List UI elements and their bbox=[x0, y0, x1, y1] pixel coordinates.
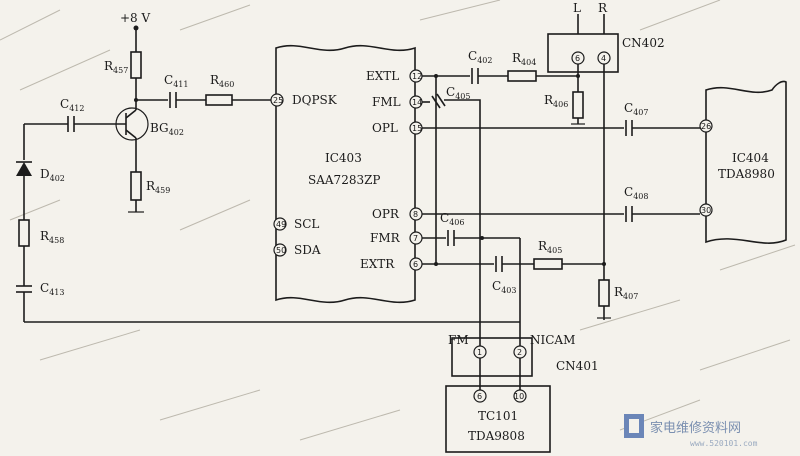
capacitor-c403: C403 bbox=[492, 256, 516, 295]
ic404-chip: IC404 TDA8980 26 30 bbox=[699, 80, 787, 244]
ic403-name: IC403 bbox=[325, 151, 362, 165]
resistor-r404: R404 bbox=[507, 51, 537, 82]
pin-number: 15 bbox=[412, 124, 422, 133]
resistor-r460: R460 bbox=[205, 73, 234, 106]
cn402-pin-right: 4 bbox=[601, 54, 606, 63]
svg-text:R457: R457 bbox=[104, 59, 128, 75]
cn401-connector: 1 2 FM NICAM CN401 bbox=[448, 333, 599, 377]
ic403-pin-dqpsk: 25 DQPSK bbox=[270, 93, 338, 107]
cn401-pin-left: 1 bbox=[477, 348, 482, 357]
ic404-part: TDA8980 bbox=[718, 167, 775, 181]
pin-label: EXTR bbox=[360, 257, 395, 271]
ic404-pin-top: 26 bbox=[701, 122, 711, 131]
tc101-pin-left: 6 bbox=[477, 392, 482, 401]
ic404-name: IC404 bbox=[732, 151, 769, 165]
supply-label: +8 V bbox=[120, 11, 151, 25]
tc101-part: TDA9808 bbox=[468, 429, 525, 443]
svg-text:+8 V: +8 V bbox=[120, 11, 151, 25]
ic403-pin-opr: OPR 8 bbox=[372, 207, 423, 221]
pin-label: SCL bbox=[294, 217, 319, 231]
capacitor-c412: C412 bbox=[60, 97, 84, 132]
pin-label: OPL bbox=[372, 121, 398, 135]
svg-text:R459: R459 bbox=[146, 179, 170, 195]
cn401-label-nicam: NICAM bbox=[530, 333, 575, 347]
watermark-text: 家电维修资料网 bbox=[650, 420, 741, 436]
capacitor-c405: C405 bbox=[431, 85, 470, 109]
transistor-bg402: BG402 bbox=[115, 107, 184, 141]
svg-text:C411: C411 bbox=[164, 73, 188, 89]
pin-number: 8 bbox=[413, 210, 418, 219]
svg-text:R405: R405 bbox=[538, 239, 562, 255]
resistor-r406: R406 bbox=[544, 91, 584, 119]
resistor-r458: R458 bbox=[18, 219, 64, 247]
resistor-r405: R405 bbox=[533, 239, 563, 270]
cn401-name: CN401 bbox=[556, 359, 599, 373]
capacitor-c406: C406 bbox=[440, 211, 464, 246]
pin-number: 50 bbox=[276, 246, 286, 255]
svg-text:C408: C408 bbox=[624, 185, 648, 201]
svg-text:C412: C412 bbox=[60, 97, 84, 113]
resistor-r459: R459 bbox=[130, 171, 170, 201]
svg-text:R460: R460 bbox=[210, 73, 234, 89]
ic403-part: SAA7283ZP bbox=[308, 173, 381, 187]
svg-text:C403: C403 bbox=[492, 279, 516, 295]
ic403-chip: IC403 SAA7283ZP bbox=[275, 44, 416, 304]
cn402-label-l: L bbox=[573, 1, 581, 15]
svg-text:C413: C413 bbox=[40, 281, 64, 297]
ic403-pin-scl: 49 SCL bbox=[273, 217, 319, 231]
watermark-url: www.520101.com bbox=[690, 439, 758, 448]
svg-text:R458: R458 bbox=[40, 229, 64, 245]
svg-text:D402: D402 bbox=[40, 167, 65, 183]
pin-number: 49 bbox=[276, 220, 286, 229]
svg-text:C406: C406 bbox=[440, 211, 464, 227]
cn401-label-fm: FM bbox=[448, 333, 469, 347]
svg-text:C405: C405 bbox=[446, 85, 470, 101]
pin-label: FMR bbox=[370, 231, 401, 245]
resistor-r457: R457 bbox=[104, 51, 142, 79]
pin-number: 7 bbox=[413, 234, 418, 243]
cn402-name: CN402 bbox=[622, 36, 665, 50]
cn402-pin-left: 6 bbox=[575, 54, 580, 63]
tc101-pin-right: 10 bbox=[514, 392, 524, 401]
pin-number: 25 bbox=[273, 96, 283, 105]
capacitor-c408: C408 bbox=[624, 185, 648, 222]
cn402-connector: 6 4 CN402 L R bbox=[547, 1, 665, 73]
tc101-name: TC101 bbox=[478, 409, 518, 423]
pin-number: 14 bbox=[412, 98, 422, 107]
diode-d402: D402 bbox=[16, 161, 65, 183]
watermark: 家电维修资料网 www.520101.com bbox=[624, 414, 758, 448]
pin-label: FML bbox=[372, 95, 401, 109]
capacitor-c411: C411 bbox=[164, 73, 188, 108]
svg-text:C402: C402 bbox=[468, 49, 492, 65]
cn401-pin-right: 2 bbox=[517, 348, 522, 357]
svg-text:BG402: BG402 bbox=[150, 121, 184, 137]
pin-label: DQPSK bbox=[292, 93, 338, 107]
ic403-pin-extl: EXTL 12 bbox=[366, 69, 423, 83]
tc101-chip: 6 10 TC101 TDA9808 bbox=[445, 385, 551, 453]
ic403-pin-sda: 50 SDA bbox=[273, 243, 321, 257]
pin-label: EXTL bbox=[366, 69, 399, 83]
svg-text:R404: R404 bbox=[512, 51, 536, 67]
ic403-pin-extr: EXTR 6 bbox=[360, 257, 423, 271]
ic403-pin-fmr: FMR 7 bbox=[370, 231, 423, 245]
pin-label: SDA bbox=[294, 243, 321, 257]
capacitor-c407: C407 bbox=[624, 101, 648, 136]
ic403-pin-opl: OPL 15 bbox=[372, 121, 423, 135]
pin-number: 6 bbox=[413, 260, 418, 269]
resistor-r407: R407 bbox=[598, 279, 638, 307]
ic404-pin-bottom: 30 bbox=[701, 206, 711, 215]
svg-text:R407: R407 bbox=[614, 285, 638, 301]
svg-text:C407: C407 bbox=[624, 101, 648, 117]
pin-number: 12 bbox=[412, 72, 422, 81]
capacitor-c402: C402 bbox=[468, 49, 492, 84]
cn402-label-r: R bbox=[598, 1, 608, 15]
ic403-pin-fml: FML 14 bbox=[372, 95, 423, 109]
pin-label: OPR bbox=[372, 207, 400, 221]
svg-text:R406: R406 bbox=[544, 93, 568, 109]
